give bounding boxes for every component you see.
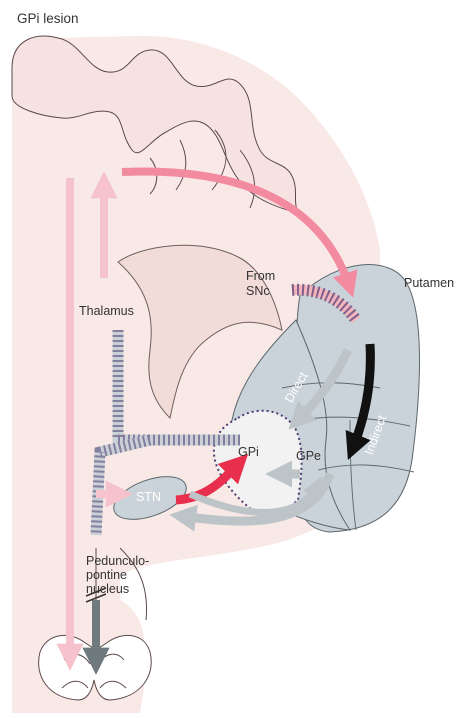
label-putamen: Putamen	[404, 276, 454, 290]
label-gpi: GPi	[238, 445, 259, 459]
label-gpe: GPe	[296, 449, 321, 463]
label-stn: STN	[136, 490, 161, 504]
label-ppn-line1: Pedunculo-	[86, 554, 149, 568]
label-ppn-line3: nucleus	[86, 582, 129, 596]
diagram-title: GPi lesion	[17, 12, 79, 26]
label-thalamus: Thalamus	[79, 304, 134, 318]
label-ppn-line2: pontine	[86, 568, 127, 582]
label-from: From	[246, 269, 275, 283]
label-snc: SNc	[246, 284, 270, 298]
